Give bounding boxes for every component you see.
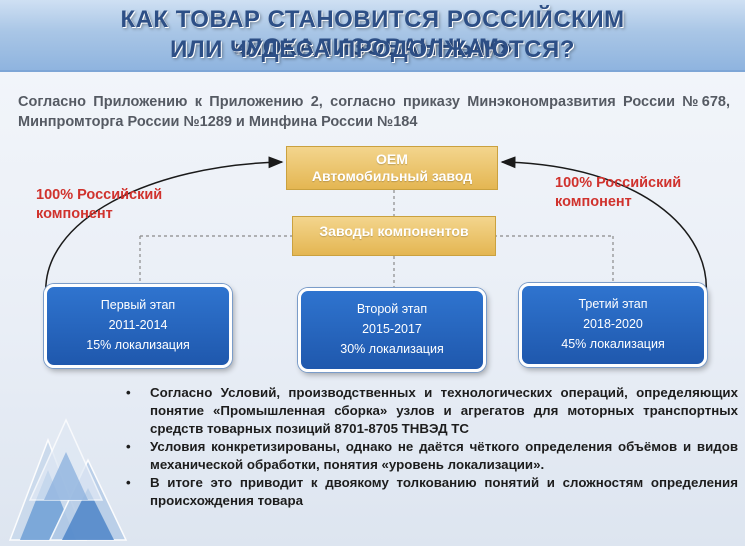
bullet-marker: •: [126, 385, 131, 400]
oem-box: OEM Автомобильный завод: [286, 146, 498, 190]
left-curved-arrow: [45, 156, 284, 297]
stage-name: Первый этап: [100, 298, 176, 312]
stage-localization: 30% локализация: [340, 342, 444, 356]
oem-label: OEM: [376, 151, 408, 167]
left-component-label: 100% Российский компонент: [36, 187, 163, 222]
bullet-item: • Условия конкретизированы, однако не да…: [126, 439, 738, 472]
title-line-2: ИЛИ ЧУДЕСА ПРОДОЛЖАЮТСЯ?: [170, 36, 575, 63]
intro-text: Согласно Приложению к Приложению 2, согл…: [18, 94, 730, 130]
stage-localization: 15% локализация: [86, 338, 190, 352]
right-curved-arrow: [500, 156, 708, 297]
triangles-graphic: [8, 418, 128, 541]
stage-box-3: Третий этап 2018-2020 45% локализация: [519, 283, 707, 367]
stage-years: 2015-2017: [362, 322, 422, 336]
components-box: Заводы компонентов: [292, 216, 496, 256]
stage-box-1: Первый этап 2011-2014 15% локализация: [44, 284, 232, 368]
oem-sublabel: Автомобильный завод: [311, 168, 473, 184]
bullet-item: • Согласно Условий, производственных и т…: [126, 385, 738, 436]
stage-box-2: Второй этап 2015-2017 30% локализация: [298, 288, 486, 372]
bullet-item: • В итоге это приводит к двоякому толков…: [126, 475, 738, 508]
bullet-marker: •: [126, 439, 131, 454]
bullet-list: • Согласно Условий, производственных и т…: [124, 384, 738, 510]
stage-name: Третий этап: [578, 297, 648, 311]
title-line-1: КАК ТОВАР СТАНОВИТСЯ РОССИЙСКИМ «ЛОКАЛИЗ…: [120, 6, 625, 61]
stage-years: 2018-2020: [583, 317, 643, 331]
bullet-marker: •: [126, 475, 131, 490]
stage-localization: 45% локализация: [561, 337, 665, 351]
stage-name: Второй этап: [356, 302, 428, 316]
title-banner: КАК ТОВАР СТАНОВИТСЯ РОССИЙСКИМ «ЛОКАЛИЗ…: [0, 0, 745, 72]
right-component-label: 100% Российский компонент: [555, 175, 682, 210]
stage-years: 2011-2014: [108, 318, 168, 332]
